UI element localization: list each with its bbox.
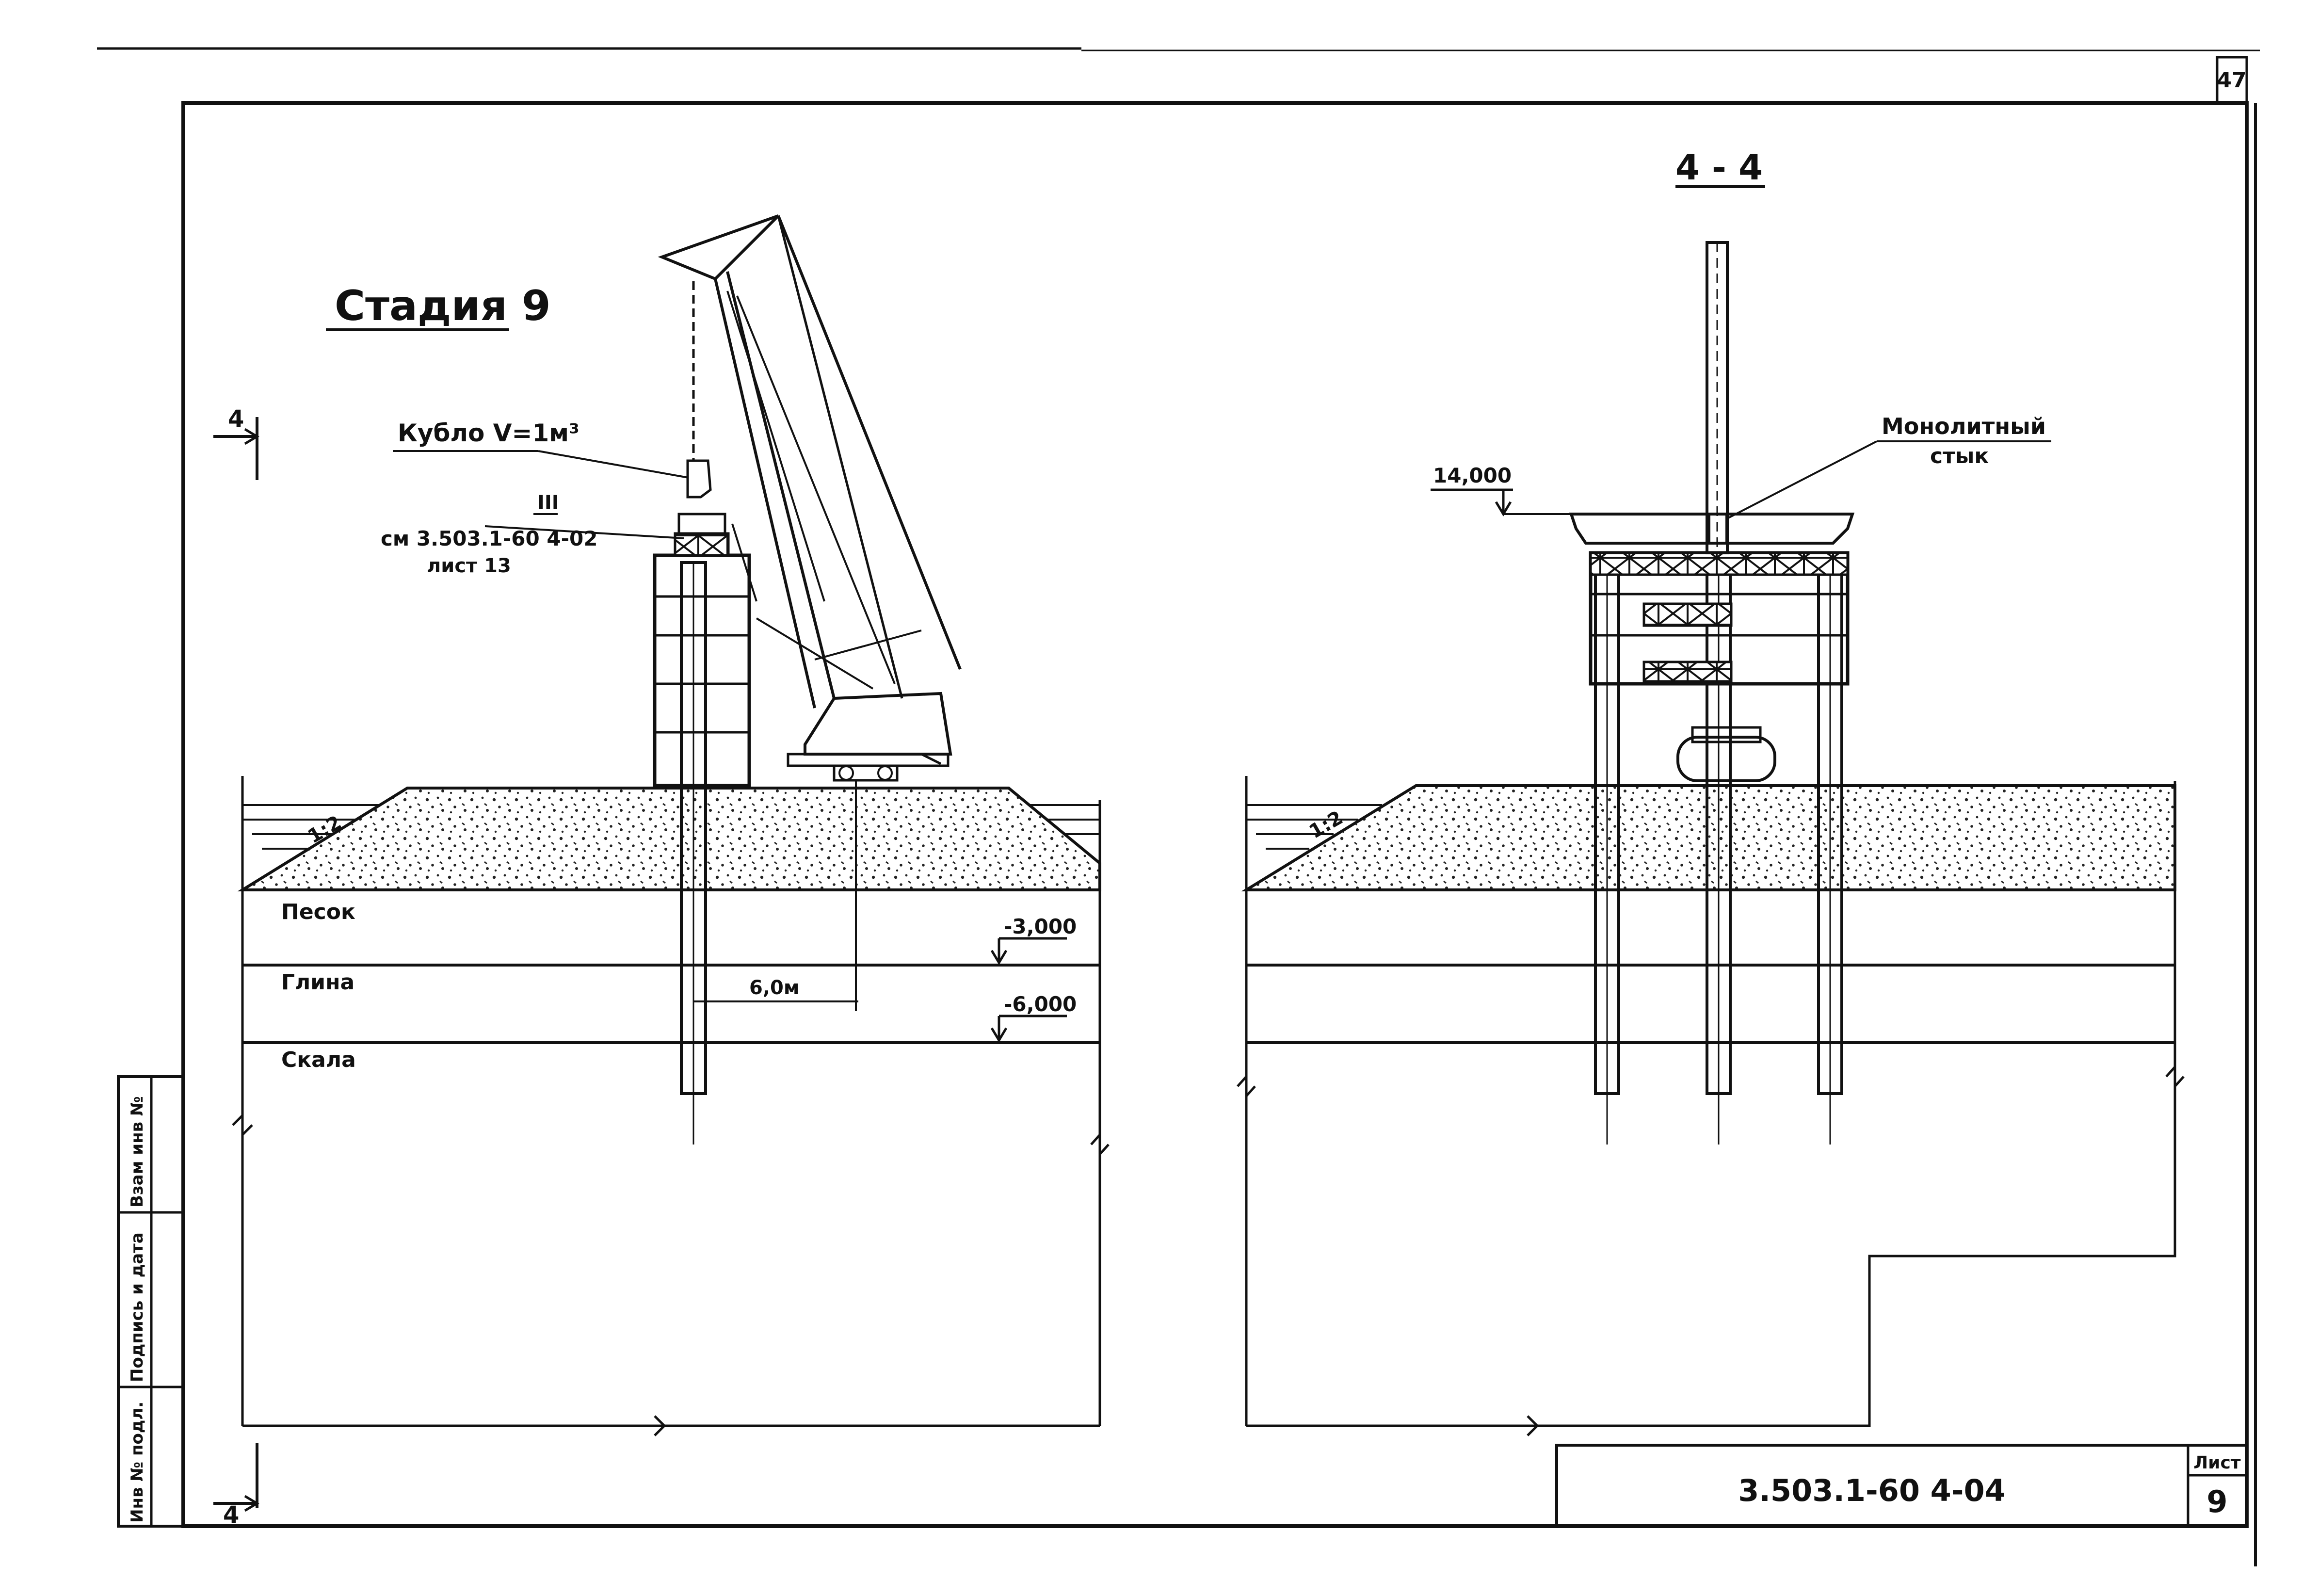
layer-clay: Глина [281,970,354,995]
elevation-mark-6: -6,000 [990,992,1077,1043]
section-guide-frame [1589,551,1850,686]
stamp-replace-inventory: Взам инв № [128,1096,147,1208]
pile-left [680,561,707,1145]
elevation-mark-3: -3,000 [990,915,1077,965]
title-block: 3.503.1-60 4-04 Лист 9 [1555,1444,2248,1528]
side-stamp: Инв № подл. Подпись и дата Взам инв № [117,1075,185,1528]
page-number: 47 [2217,68,2246,93]
svg-text:-3,000: -3,000 [1004,915,1077,938]
left-view: Стадия 9 4 4 [213,214,1110,1529]
stamp-signature-date: Подпись и дата [128,1232,147,1382]
stamp-inventory-original: Инв № подл. [128,1402,147,1523]
concrete-bucket [686,281,712,499]
svg-text:Монолитный: Монолитный [1882,413,2046,439]
section-marker-bottom: 4 [213,1443,259,1529]
layer-sand: Песок [281,900,355,924]
layer-rock: Скала [281,1048,356,1072]
sand-fill [237,787,1101,891]
sheet-label: Лист [2193,1453,2240,1473]
sheet-frame: 47 [97,47,2260,1566]
reference-line-1: см 3.503.1-60 4-02 [381,527,597,550]
crawler-crane [658,214,962,782]
section-water-area [1246,804,1382,850]
svg-text:4: 4 [223,1501,239,1529]
section-sand-fill [1241,784,2176,891]
joint-label: Монолитный стык [1726,413,2051,520]
guide-frame [653,513,751,788]
section-crane [1676,241,1776,782]
svg-text:стык: стык [1930,444,1989,468]
right-view: 4 - 4 1:2 [1237,147,2185,1436]
sheet-number: 9 [2206,1484,2227,1519]
reach-dimension: 6,0м [693,781,858,1011]
svg-text:4: 4 [228,405,244,433]
top-slab [1569,513,1855,545]
reference-line-2: лист 13 [427,555,511,577]
stage-title: Стадия 9 [335,282,551,330]
svg-text:14,000: 14,000 [1433,464,1512,487]
section-title: 4 - 4 [1675,147,1763,188]
svg-text:6,0м: 6,0м [749,977,800,999]
elevation-mark-14: 14,000 [1431,464,1571,516]
section-marker-top: 4 [213,405,259,480]
bucket-label: Кубло V=1м³ [398,419,580,447]
document-code: 3.503.1-60 4-04 [1738,1473,2006,1508]
svg-text:-6,000: -6,000 [1004,992,1077,1016]
detail-marker: III [537,492,559,514]
